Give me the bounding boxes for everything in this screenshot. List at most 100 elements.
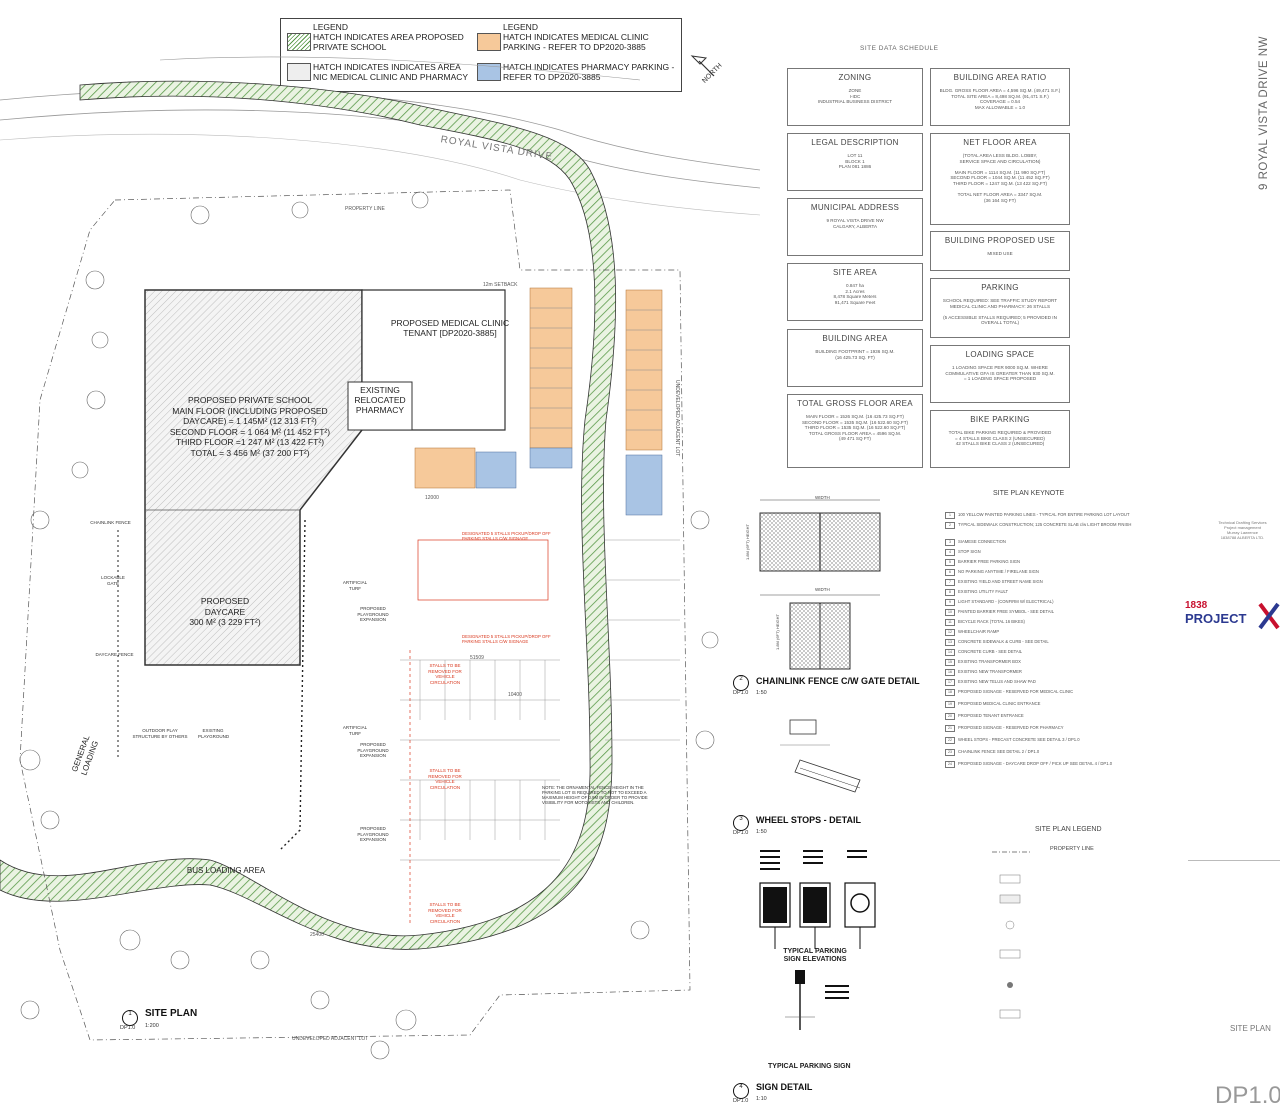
keynote-text: 100 YELLOW PAINTED PARKING LINES - TYPIC… xyxy=(958,512,1130,517)
existing-playground-label: EXISTING PLAYGROUND xyxy=(198,728,230,739)
vertical-address-text: 9 ROYAL VISTA DRIVE NW xyxy=(1258,36,1270,190)
bike-parking-box: BIKE PARKING TOTAL BIKE PARKING REQUIRED… xyxy=(930,410,1070,468)
undeveloped-lot-label-2: UNDEVELOPED ADJACENT LOT xyxy=(674,380,680,457)
artificial-turf-label-2: ARTIFICIAL TURF xyxy=(342,725,368,736)
pharmacy-parking-swatch xyxy=(477,63,501,81)
proposed-playground-label-2: PROPOSED PLAYGROUND EXPANSION xyxy=(357,742,389,758)
keynote-title: SITE PLAN KEYNOTE xyxy=(993,490,1065,497)
daycare-fence-label: DAYCARE FENCE xyxy=(95,652,134,657)
keynote-text: SIAMESE CONNECTION xyxy=(958,539,1006,544)
legend-medical-parking-text: HATCH INDICATES MEDICAL CLINIC PARKING -… xyxy=(503,32,649,52)
designated-stalls-label-2: DESIGNATED 5 STALLS PICKUP/DROP OFF PARK… xyxy=(462,634,551,644)
typical-sign-detail xyxy=(785,970,849,1030)
zoning-body: ZONE I-IDC INDUSTRIAL BUSINESS DISTRICT xyxy=(817,88,893,105)
undeveloped-lot-label: UNDEVELOPED ADJACENT LOT xyxy=(292,1036,369,1042)
wheel-stop-detail xyxy=(780,719,861,793)
sign-elevations-title: TYPICAL PARKING SIGN ELEVATIONS xyxy=(783,948,847,963)
keynote-text: NO PARKING ANYTIME / FIRELANE SIGN xyxy=(958,569,1039,574)
site-area-body: 0.847 ha 2.1 Acres 8,478 Square Meters 9… xyxy=(833,283,877,305)
proposed-use-body: MIXED USE xyxy=(987,251,1013,256)
keynote-text: EXISTING YIELD AND STREET NAME SIGN xyxy=(958,579,1043,584)
legend-left-title: LEGEND xyxy=(313,22,348,32)
gate-height-label: 1.8M (6FT) HEIGHT xyxy=(775,613,780,650)
medical-clinic-label: PROPOSED MEDICAL CLINIC TENANT [DP2020-3… xyxy=(390,318,510,338)
net-floor-area-title: NET FLOOR AREA xyxy=(963,138,1037,147)
medical-parking-swatch xyxy=(477,33,501,51)
keynote-text: CONCRETE CURB - SEE DETAIL xyxy=(958,649,1023,654)
parking-box: PARKING SCHOOL REQUIRED: SEE TRAFFIC STU… xyxy=(930,278,1070,338)
site-legend-symbols xyxy=(992,851,1030,1019)
detail-2-scale: 1:50 xyxy=(756,690,767,696)
building-area-title: BUILDING AREA xyxy=(822,334,888,343)
bike-parking-body: TOTAL BIKE PARKING REQUIRED & PROVIDED =… xyxy=(948,430,1052,447)
loading-space-body: 1 LOADING SPACE PER 9000 SQ.M. WHERE COM… xyxy=(945,365,1055,382)
building-area-ratio-box: BUILDING AREA RATIO BLDG. GROSS FLOOR AR… xyxy=(930,68,1070,126)
vertical-address: 9 ROYAL VISTA DRIVE NW xyxy=(1240,10,1270,190)
keynote-text: PROPOSED TENANT ENTRANCE xyxy=(958,713,1024,718)
zoning-box: ZONING ZONE I-IDC INDUSTRIAL BUSINESS DI… xyxy=(787,68,923,126)
gross-floor-area-title: TOTAL GROSS FLOOR AREA xyxy=(797,399,913,408)
detail-3-title: WHEEL STOPS - DETAIL xyxy=(756,815,862,825)
detail-4-bubble: 4 xyxy=(733,1083,749,1099)
keynote-text: CONCRETE SIDEWALK & CURB - SEE DETAIL xyxy=(958,639,1049,644)
chainlink-fence-label: CHAINLINK FENCE xyxy=(90,520,131,525)
site-area-title: SITE AREA xyxy=(832,268,878,277)
logo-number: 1838 xyxy=(1185,600,1208,611)
daycare-line-2: DAYCARE xyxy=(204,606,246,617)
school-line-3: DAYCARE) = 1 145M² (12 313 FT²) xyxy=(183,416,317,427)
keynote-text: PROPOSED SIGNAGE - DAYCARE DROP OFF / PI… xyxy=(958,761,1113,766)
building-area-ratio-title: BUILDING AREA RATIO xyxy=(953,73,1047,82)
detail-4-num: 4 xyxy=(739,1084,743,1090)
lockable-gate-label: LOCKABLE GATE xyxy=(101,575,125,586)
pharmacy-label: EXISTING RELOCATED PHARMACY xyxy=(354,385,406,415)
legal-description-box: LEGAL DESCRIPTION LOT 11 BLOCK 1 PLAN 08… xyxy=(787,133,923,191)
detail-1-scale: 1:200 xyxy=(145,1023,159,1029)
dim-51509: 51509 xyxy=(470,655,484,661)
project-logo: 1838 PROJECT xyxy=(1185,600,1246,626)
loading-space-box: LOADING SPACE 1 LOADING SPACE PER 9000 S… xyxy=(930,345,1070,403)
north-arrow-icon xyxy=(688,52,728,97)
detail-3-num: 3 xyxy=(739,816,743,822)
designated-stalls-label-1: DESIGNATED 5 STALLS PICKUP/DROP OFF PARK… xyxy=(462,531,551,541)
keynote-text: STOP SIGN xyxy=(958,549,981,554)
proposed-use-box: BUILDING PROPOSED USE MIXED USE xyxy=(930,231,1070,271)
municipal-address-body: 9 ROYAL VISTA DRIVE NW CALGARY, ALBERTA xyxy=(826,218,884,229)
schedule-title: SITE DATA SCHEDULE xyxy=(860,45,939,52)
keynote-text: BICYCLE RACK (TOTAL 16 BIKES) xyxy=(958,619,1025,624)
chainlink-fence-detail xyxy=(759,499,881,670)
detail-3-bubble: 3 xyxy=(733,815,749,831)
keynote-text: TYPICAL SIDEWALK CONSTRUCTION; 125 CONCR… xyxy=(958,522,1132,527)
detail-3-scale: 1:50 xyxy=(756,829,767,835)
keynote-text: EXISTING NEW TELUS AND SHAW PAD xyxy=(958,679,1036,684)
keynote-text: CHAINLINK FENCE SEE DETAIL 2 / DP1.0 xyxy=(958,749,1040,754)
parking-body: SCHOOL REQUIRED: SEE TRAFFIC STUDY REPOR… xyxy=(942,298,1058,326)
keynote-text: LIGHT STANDARD - (CONFIRM W/ ELECTRICAL) xyxy=(958,599,1054,604)
bike-parking-title: BIKE PARKING xyxy=(970,415,1030,424)
school-line-2: MAIN FLOOR (INCLUDING PROPOSED xyxy=(172,405,328,416)
parking-title: PARKING xyxy=(981,283,1019,292)
bus-loading-label: BUS LOADING AREA xyxy=(186,866,266,875)
logo-x-icon xyxy=(1258,602,1280,630)
artificial-turf-label-1: ARTIFICIAL TURF xyxy=(342,580,368,591)
clinic-hatch-swatch xyxy=(287,63,311,81)
school-line-5: THIRD FLOOR =1 247 M² (13 422 FT²) xyxy=(175,437,325,448)
building-area-body: BUILDING FOOTPRINT = 1936 SQ.M. (16 425.… xyxy=(815,349,895,360)
municipal-address-title: MUNICIPAL ADDRESS xyxy=(810,203,900,212)
keynote-text: EXISTING NEW TRANSFORMER xyxy=(958,669,1022,674)
stalls-removed-label-3: STALLS TO BE REMOVED FOR VEHICLE CIRCULA… xyxy=(428,902,462,924)
site-legend-property-line: PROPERTY LINE xyxy=(1050,846,1094,852)
legal-description-title: LEGAL DESCRIPTION xyxy=(811,138,899,147)
keynote-text: BARRIER FREE PARKING SIGN xyxy=(958,559,1021,564)
keynote-text: EXISTING TRANSFORMER BOX xyxy=(958,659,1021,664)
